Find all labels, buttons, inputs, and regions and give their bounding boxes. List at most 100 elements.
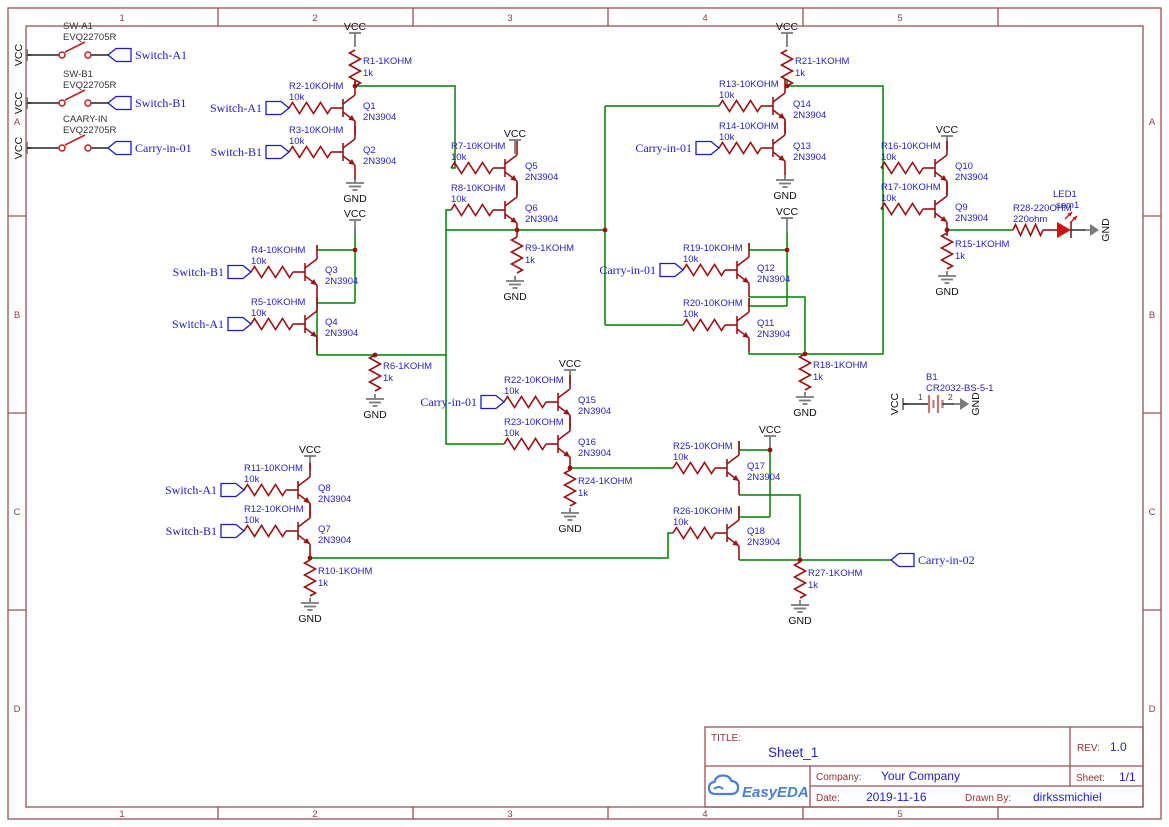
- gnd-flag[interactable]: GND: [935, 271, 959, 298]
- net-flag[interactable]: Carry-in-02: [889, 552, 975, 568]
- vcc-flag[interactable]: VCC: [759, 424, 782, 450]
- gnd-flag[interactable]: GND: [793, 392, 817, 419]
- vcc-flag[interactable]: VCC: [504, 128, 527, 154]
- wire[interactable]: [738, 441, 770, 451]
- wire[interactable]: [748, 243, 787, 251]
- net-flag[interactable]: Switch-A1: [210, 100, 291, 116]
- net-flag[interactable]: Switch-B1: [211, 144, 291, 160]
- label: 2N3904: [757, 329, 790, 340]
- net-flag[interactable]: Switch-B1: [166, 523, 246, 539]
- wire[interactable]: [445, 209, 504, 445]
- gnd-flag[interactable]: GND: [788, 600, 812, 627]
- wire[interactable]: [316, 297, 355, 304]
- wire[interactable]: [355, 85, 456, 169]
- label: R5-10KOHM: [251, 297, 305, 308]
- wire[interactable]: [310, 532, 673, 559]
- gnd-flag[interactable]: GND: [363, 394, 387, 421]
- company-value[interactable]: Your Company: [881, 769, 960, 783]
- gnd-flag[interactable]: GND: [298, 598, 322, 625]
- net-flag[interactable]: Switch-A1: [165, 482, 246, 498]
- gnd-flag[interactable]: GND: [503, 276, 527, 303]
- wire[interactable]: [739, 494, 801, 560]
- vcc-flag[interactable]: VCC: [776, 21, 799, 47]
- date-value[interactable]: 2019-11-16: [866, 790, 927, 804]
- wire[interactable]: [316, 245, 355, 251]
- net-flag[interactable]: Carry-in-01: [106, 140, 192, 156]
- gnd-flag[interactable]: GND: [954, 392, 982, 416]
- label: 2N3904: [757, 274, 790, 285]
- label: GND: [935, 286, 959, 298]
- wire[interactable]: [738, 506, 770, 518]
- wire[interactable]: [748, 298, 787, 307]
- vcc-flag[interactable]: VCC: [776, 206, 799, 232]
- vcc-flag[interactable]: VCC: [344, 208, 367, 234]
- wire[interactable]: [748, 352, 805, 355]
- net-flag[interactable]: Switch-A1: [172, 316, 253, 332]
- net-flag[interactable]: Switch-B1: [173, 264, 253, 280]
- net-flag[interactable]: Carry-in-01: [599, 262, 685, 278]
- vcc-flag[interactable]: VCC: [344, 21, 367, 47]
- wire[interactable]: [787, 85, 884, 355]
- sheet-value[interactable]: 1/1: [1119, 770, 1136, 784]
- gnd-flag[interactable]: GND: [343, 178, 367, 205]
- gnd-flag[interactable]: GND: [1084, 218, 1112, 242]
- gnd-flag[interactable]: GND: [773, 175, 797, 202]
- wire[interactable]: [749, 296, 806, 354]
- net-flag[interactable]: Carry-in-01: [420, 394, 506, 410]
- net-flag[interactable]: Switch-B1: [106, 95, 186, 111]
- label: R9-1KOHM: [525, 243, 574, 254]
- label: Q12: [757, 263, 775, 274]
- net-flag[interactable]: Carry-in-01: [635, 140, 721, 156]
- sheet-title[interactable]: Sheet_1: [768, 745, 818, 760]
- gnd-flag[interactable]: GND: [558, 508, 582, 535]
- rev-value[interactable]: 1.0: [1110, 740, 1127, 754]
- net-flag[interactable]: Switch-A1: [106, 47, 187, 63]
- drawn-by-value[interactable]: dirkssmichiel: [1033, 790, 1102, 804]
